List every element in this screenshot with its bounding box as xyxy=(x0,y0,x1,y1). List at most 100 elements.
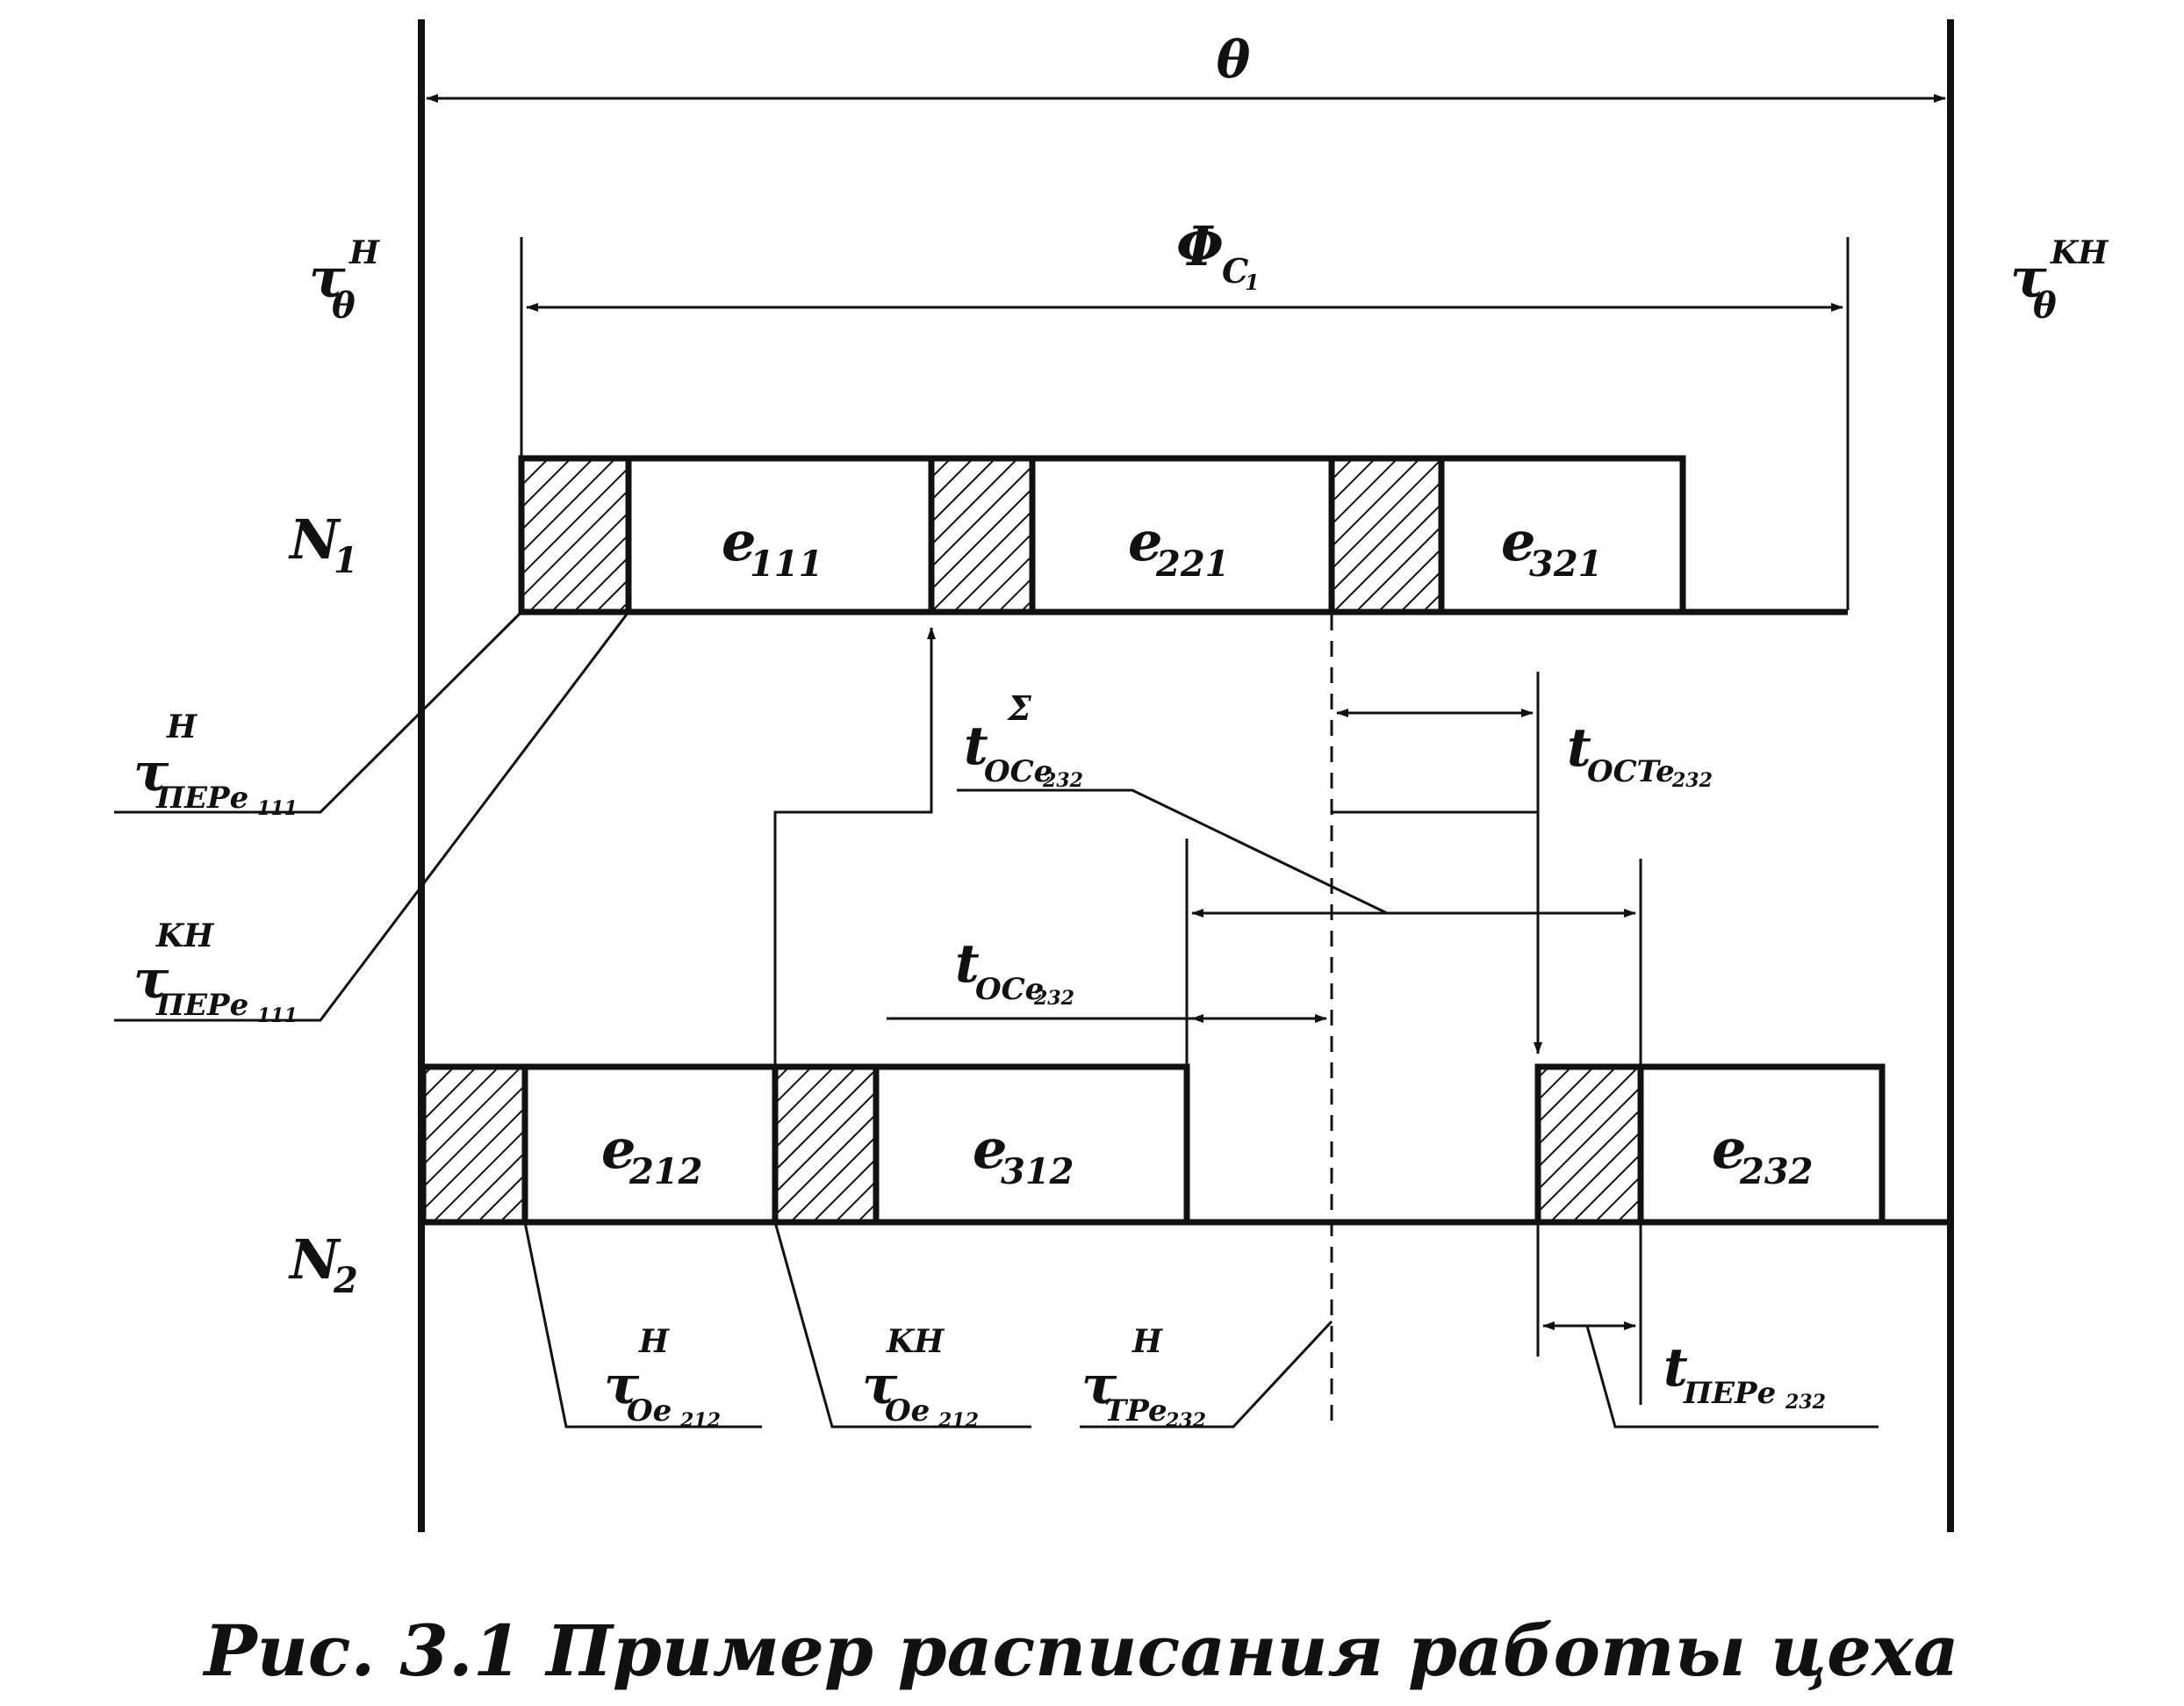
svg-text:τ: τ xyxy=(2010,246,2047,310)
op-label-e312: e 312 xyxy=(973,1117,1074,1192)
svg-text:321: 321 xyxy=(1529,543,1603,585)
label-t-oc-sigma: t OCe 232 Σ xyxy=(964,688,1083,792)
svg-text:232: 232 xyxy=(1042,769,1083,792)
tau-theta-start-label: τ θ H xyxy=(309,234,380,327)
svg-text:e: e xyxy=(1501,509,1535,573)
svg-text:KH: KH xyxy=(2050,234,2109,271)
setup-block-e232 xyxy=(1534,1063,1644,1226)
svg-text:τ: τ xyxy=(604,1355,640,1416)
setup-block-e321 xyxy=(1328,455,1445,615)
svg-text:KH: KH xyxy=(155,918,214,954)
operation-block-e312 xyxy=(873,1063,1190,1226)
link-e312-to-e221 xyxy=(773,627,936,1067)
operation-block-e232 xyxy=(1637,1063,1886,1226)
op-label-e212: e 212 xyxy=(601,1117,703,1192)
svg-text:θ: θ xyxy=(2033,285,2057,327)
label-tau-o-e212-end: τ Oe 212 KH xyxy=(862,1323,979,1432)
svg-text:111: 111 xyxy=(257,1004,298,1027)
leader-tau-tp-e232 xyxy=(1080,1320,1333,1429)
label-tau-per-e111-end: τ ПЕРe 111 KH xyxy=(133,918,298,1027)
svg-text:212: 212 xyxy=(679,1409,721,1432)
operation-block-e321 xyxy=(1438,455,1686,615)
svg-text:Oe: Oe xyxy=(627,1393,672,1429)
svg-text:2: 2 xyxy=(333,1260,358,1301)
operation-block-e212 xyxy=(521,1063,779,1226)
leader-tau-per-e111-start xyxy=(114,610,523,814)
svg-text:τ: τ xyxy=(1081,1355,1117,1416)
tau-theta-end-label: τ θ KH xyxy=(2010,234,2109,327)
svg-text:ПЕРe: ПЕРe xyxy=(155,988,248,1023)
svg-text:OCe: OCe xyxy=(984,754,1052,789)
svg-text:232: 232 xyxy=(1033,987,1074,1010)
setup-block-e221 xyxy=(928,455,1036,615)
svg-text:H: H xyxy=(638,1323,670,1360)
svg-text:H: H xyxy=(166,709,198,745)
svg-text:e: e xyxy=(601,1117,636,1181)
svg-text:τ: τ xyxy=(309,246,346,310)
svg-text:232: 232 xyxy=(1165,1409,1206,1432)
svg-text:232: 232 xyxy=(1671,769,1713,792)
label-t-oc: t OCe 232 xyxy=(955,933,1074,1010)
svg-text:H: H xyxy=(1132,1323,1163,1360)
machine-n1-row xyxy=(518,455,1848,615)
op-label-e111: e 111 xyxy=(722,509,823,585)
svg-text:212: 212 xyxy=(938,1409,979,1432)
phi-label: Φ C 1 xyxy=(1176,214,1260,295)
svg-text:KH: KH xyxy=(886,1323,945,1360)
figure-caption: Рис. 3.1 Пример расписания работы цеха xyxy=(202,1609,1958,1692)
svg-text:C: C xyxy=(1222,251,1248,291)
svg-text:t: t xyxy=(1663,1337,1688,1399)
machine-n2-row xyxy=(420,1063,1951,1226)
svg-text:OCe: OCe xyxy=(975,972,1044,1007)
leader-t-oc-sigma xyxy=(957,788,1388,915)
svg-text:N: N xyxy=(288,507,341,572)
operation-block-e221 xyxy=(1029,455,1335,615)
svg-text:1: 1 xyxy=(334,540,358,581)
svg-text:e: e xyxy=(722,509,756,573)
svg-text:t: t xyxy=(964,716,988,777)
op-label-e221: e 221 xyxy=(1128,509,1230,585)
svg-text:τ: τ xyxy=(862,1355,898,1416)
svg-text:Σ: Σ xyxy=(1006,688,1032,728)
svg-text:312: 312 xyxy=(1001,1151,1074,1192)
label-tau-tp-e232: τ TPe 232 H xyxy=(1081,1323,1206,1432)
leader-tau-per-e111-end xyxy=(114,611,630,1022)
svg-text:111: 111 xyxy=(257,797,298,820)
svg-text:111: 111 xyxy=(750,543,823,585)
svg-text:232: 232 xyxy=(1739,1151,1814,1192)
svg-text:e: e xyxy=(973,1117,1007,1181)
svg-text:θ: θ xyxy=(332,285,356,327)
svg-text:τ: τ xyxy=(133,742,169,803)
svg-text:e: e xyxy=(1712,1117,1746,1181)
svg-text:N: N xyxy=(288,1227,341,1292)
svg-text:Oe: Oe xyxy=(885,1393,930,1429)
svg-text:1: 1 xyxy=(1245,270,1260,295)
svg-text:t: t xyxy=(955,933,980,995)
theta-label: θ xyxy=(1217,30,1251,90)
setup-block-e312 xyxy=(772,1063,880,1226)
svg-text:ПЕРe: ПЕРe xyxy=(1683,1376,1776,1411)
label-tau-per-e111-start: τ ПЕРe 111 H xyxy=(133,709,298,820)
svg-text:221: 221 xyxy=(1155,543,1230,585)
svg-text:t: t xyxy=(1567,717,1591,779)
operation-block-e111 xyxy=(625,455,935,615)
svg-text:TPe: TPe xyxy=(1104,1393,1167,1429)
label-t-per-e232: t ПЕРe 232 xyxy=(1663,1337,1826,1414)
leader-t-per-e232 xyxy=(1585,1325,1879,1429)
setup-block-e111 xyxy=(518,455,632,615)
op-label-e321: e 321 xyxy=(1501,509,1603,585)
svg-text:e: e xyxy=(1128,509,1162,573)
svg-text:Φ: Φ xyxy=(1176,214,1224,278)
label-t-oct: t OCTe 232 xyxy=(1567,717,1713,792)
svg-text:ПЕРe: ПЕРe xyxy=(155,781,248,816)
svg-text:OCTe: OCTe xyxy=(1587,754,1675,789)
machine-n2-label: N 2 xyxy=(288,1227,358,1301)
op-label-e232: e 232 xyxy=(1712,1117,1814,1192)
setup-block-e212 xyxy=(420,1063,528,1226)
svg-text:212: 212 xyxy=(629,1151,703,1192)
svg-text:τ: τ xyxy=(133,949,169,1011)
leader-tau-o-e212-start xyxy=(523,1221,762,1429)
svg-text:H: H xyxy=(348,234,380,271)
svg-text:232: 232 xyxy=(1785,1391,1826,1414)
